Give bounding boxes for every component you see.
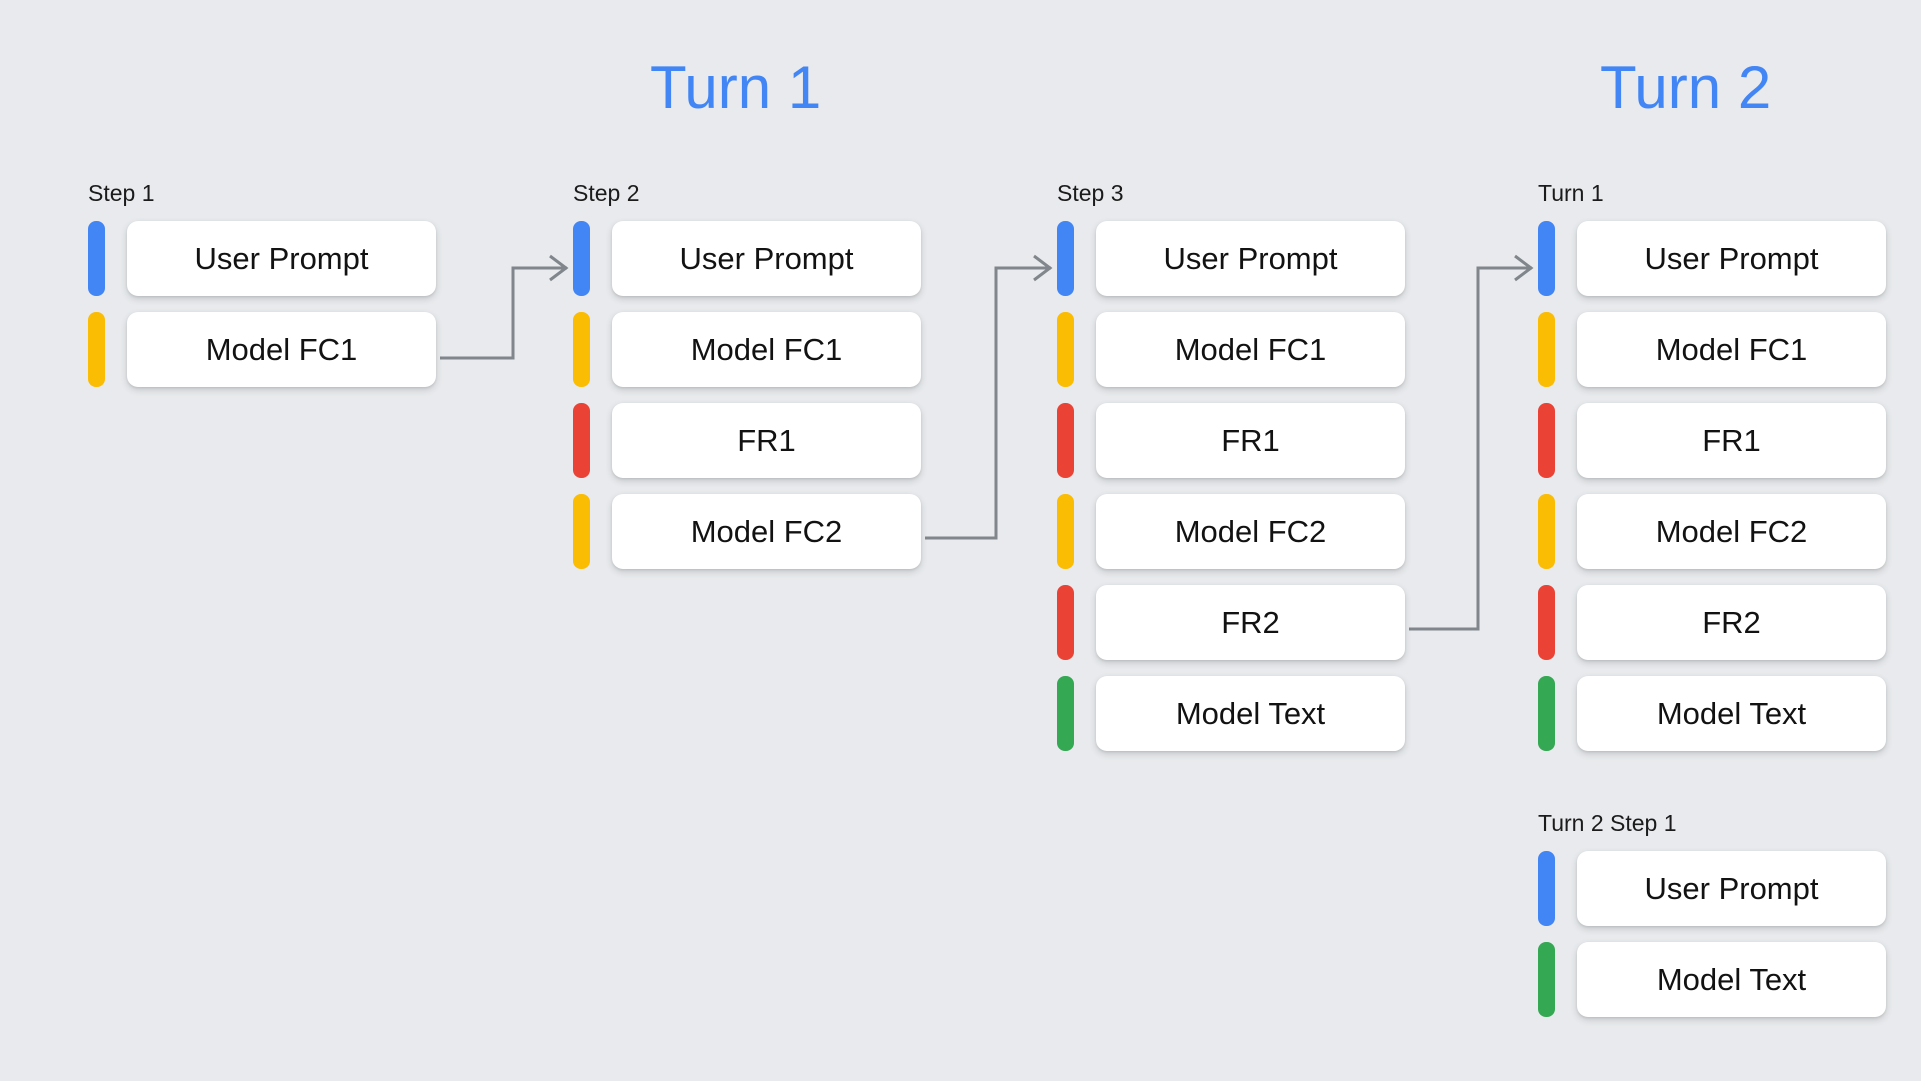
- role-color-bar-yellow: [1057, 494, 1074, 569]
- message-row: Model FC1: [88, 312, 436, 387]
- message-row: User Prompt: [1538, 221, 1886, 296]
- role-color-bar-yellow: [1538, 312, 1555, 387]
- message-row: User Prompt: [1538, 851, 1886, 926]
- message-card: FR2: [1577, 585, 1886, 660]
- message-row: FR2: [1538, 585, 1886, 660]
- message-card: Model Text: [1096, 676, 1405, 751]
- role-color-bar-green: [1538, 676, 1555, 751]
- message-card: User Prompt: [127, 221, 436, 296]
- message-card: FR1: [612, 403, 921, 478]
- connector-step3-to-turn2: [1409, 266, 1532, 631]
- message-card: User Prompt: [1096, 221, 1405, 296]
- message-card: FR1: [1096, 403, 1405, 478]
- message-card: Model FC1: [612, 312, 921, 387]
- role-color-bar-yellow: [88, 312, 105, 387]
- message-row: Model Text: [1538, 942, 1886, 1017]
- message-row: FR1: [573, 403, 921, 478]
- message-row: User Prompt: [573, 221, 921, 296]
- message-card: User Prompt: [612, 221, 921, 296]
- message-row: Model FC1: [573, 312, 921, 387]
- role-color-bar-blue: [1538, 851, 1555, 926]
- message-card: Model Text: [1577, 676, 1886, 751]
- turn-1-heading: Turn 1: [650, 54, 822, 121]
- role-color-bar-yellow: [1538, 494, 1555, 569]
- message-card: Model FC1: [1096, 312, 1405, 387]
- message-card: FR2: [1096, 585, 1405, 660]
- role-color-bar-yellow: [1057, 312, 1074, 387]
- role-color-bar-blue: [1538, 221, 1555, 296]
- message-row: Model FC1: [1057, 312, 1405, 387]
- connector-step3-to-turn2-arrowhead: [1514, 254, 1534, 282]
- role-color-bar-red: [1057, 585, 1074, 660]
- message-card: Model FC1: [1577, 312, 1886, 387]
- message-row: Model FC2: [1538, 494, 1886, 569]
- role-color-bar-red: [1538, 585, 1555, 660]
- message-row: Model FC2: [1057, 494, 1405, 569]
- role-color-bar-red: [1538, 403, 1555, 478]
- column-label: Step 2: [573, 180, 640, 206]
- column-label: Turn 2 Step 1: [1538, 810, 1677, 836]
- message-row: Model Text: [1538, 676, 1886, 751]
- connector-step1-to-step2-arrowhead: [549, 254, 569, 282]
- message-row: Model FC2: [573, 494, 921, 569]
- message-row: Model FC1: [1538, 312, 1886, 387]
- message-card: Model FC2: [612, 494, 921, 569]
- connector-step2-to-step3: [925, 266, 1051, 540]
- role-color-bar-green: [1057, 676, 1074, 751]
- connector-step1-to-step2: [440, 266, 567, 360]
- message-row: User Prompt: [88, 221, 436, 296]
- message-row: FR2: [1057, 585, 1405, 660]
- role-color-bar-blue: [573, 221, 590, 296]
- turn-2-heading: Turn 2: [1600, 54, 1772, 121]
- message-card: Model FC2: [1096, 494, 1405, 569]
- column-label: Turn 1: [1538, 180, 1604, 206]
- message-row: User Prompt: [1057, 221, 1405, 296]
- column-label: Step 1: [88, 180, 155, 206]
- message-card: FR1: [1577, 403, 1886, 478]
- message-card: Model FC1: [127, 312, 436, 387]
- role-color-bar-yellow: [573, 312, 590, 387]
- column-label: Step 3: [1057, 180, 1124, 206]
- message-card: Model FC2: [1577, 494, 1886, 569]
- role-color-bar-yellow: [573, 494, 590, 569]
- role-color-bar-red: [573, 403, 590, 478]
- message-row: Model Text: [1057, 676, 1405, 751]
- message-row: FR1: [1538, 403, 1886, 478]
- message-card: User Prompt: [1577, 851, 1886, 926]
- role-color-bar-blue: [88, 221, 105, 296]
- message-card: User Prompt: [1577, 221, 1886, 296]
- message-card: Model Text: [1577, 942, 1886, 1017]
- connector-step2-to-step3-arrowhead: [1033, 254, 1053, 282]
- message-row: FR1: [1057, 403, 1405, 478]
- role-color-bar-red: [1057, 403, 1074, 478]
- role-color-bar-blue: [1057, 221, 1074, 296]
- role-color-bar-green: [1538, 942, 1555, 1017]
